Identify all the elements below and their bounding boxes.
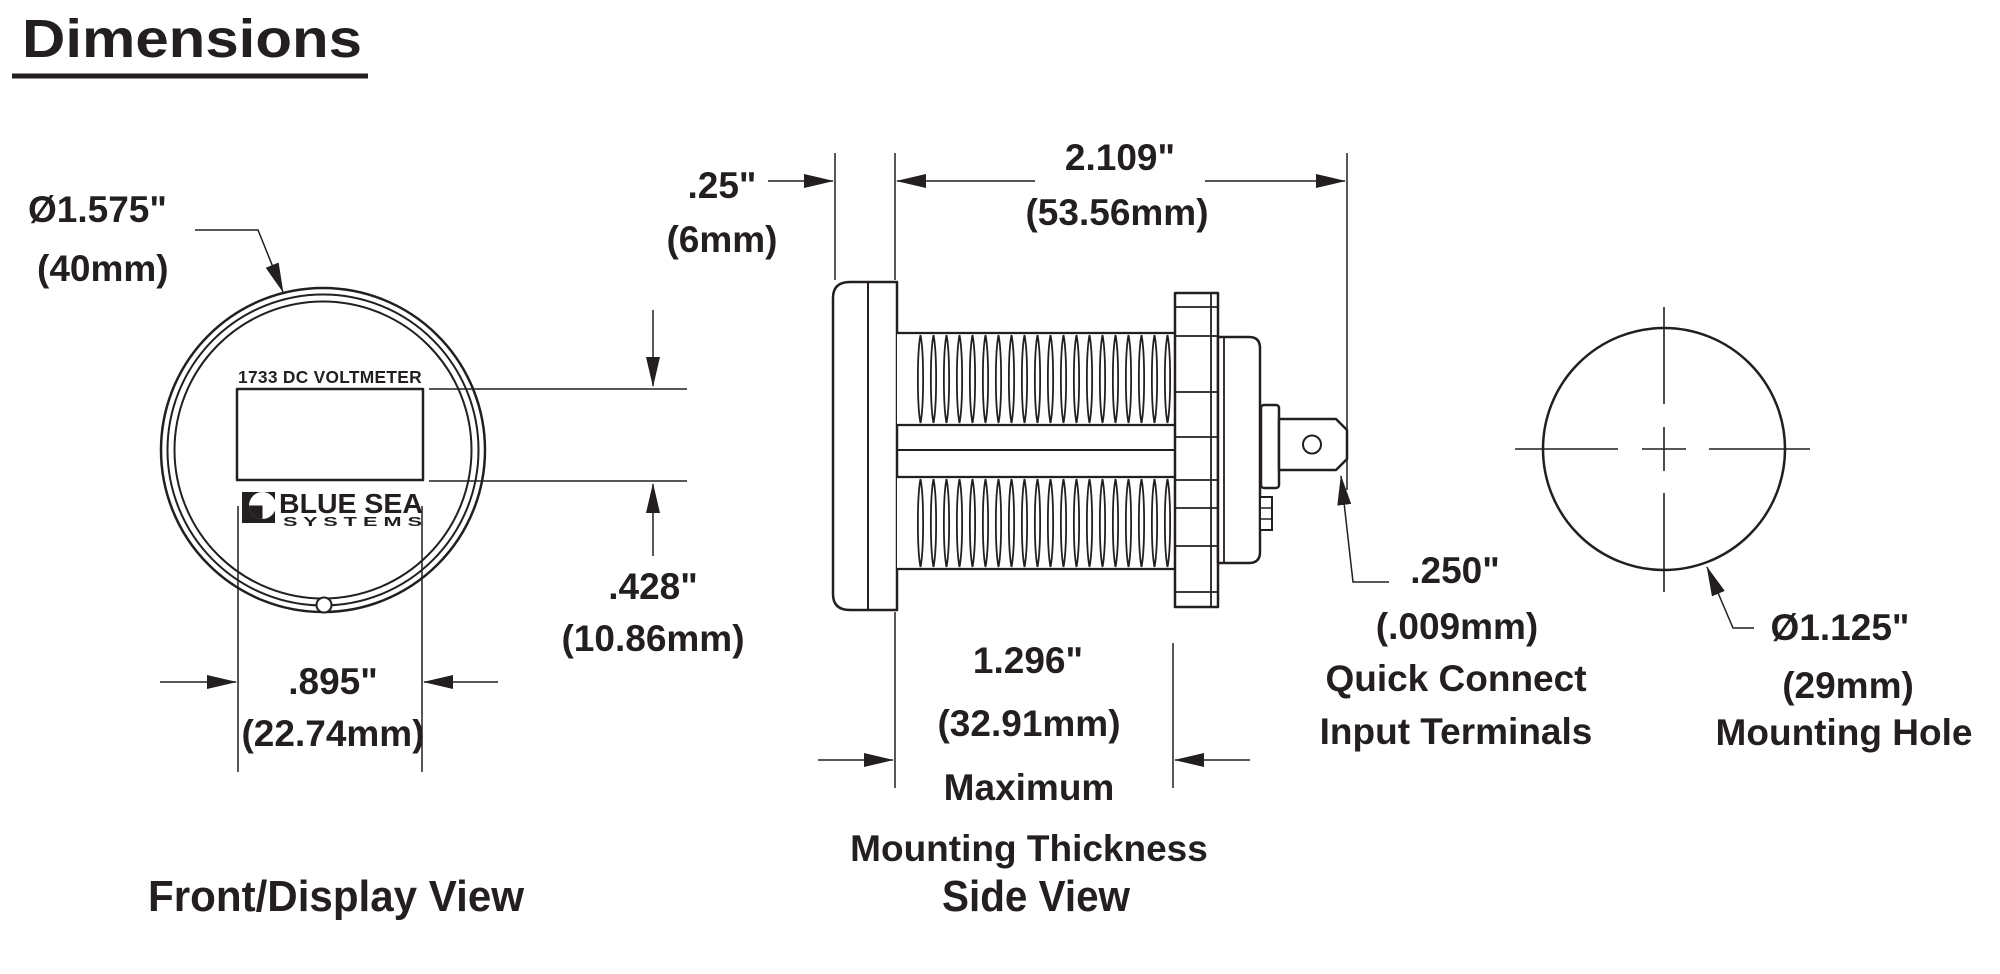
dim-mounting-note1: Maximum (944, 767, 1115, 808)
dim-diameter-leader (195, 229, 284, 293)
mounting-hole-note: Mounting Hole (1716, 712, 1973, 753)
display-window (235, 387, 425, 482)
label-terminal: .250" (.009mm) Quick Connect Input Termi… (1320, 475, 1593, 752)
dim-display-height-mm: (10.86mm) (561, 618, 744, 659)
terminal-hole (1302, 434, 1322, 455)
dim-display-width-inches: .895" (288, 661, 378, 702)
device-label: 1733 DC VOLTMETER (238, 367, 422, 387)
mounting-hole-inches: Ø1.125" (1771, 607, 1910, 648)
terminal-note2: Input Terminals (1320, 711, 1593, 752)
dim-overall-mm: (53.56mm) (1025, 192, 1208, 233)
dim-diameter: Ø1.575" (40mm) (28, 189, 284, 293)
dim-bezel-thickness: .25" (6mm) (666, 153, 896, 280)
dim-bezel-mm: (6mm) (666, 219, 777, 260)
terminal-stub (1259, 496, 1273, 531)
centerlines (1515, 307, 1810, 592)
mounting-hole-view: Ø1.125" (29mm) Mounting Hole (1515, 307, 1972, 753)
dim-overall-length: 2.109" (53.56mm) (896, 137, 1348, 490)
dim-mounting-inches: 1.296" (973, 640, 1083, 681)
logo-text-systems: S Y S T E M S (283, 514, 423, 529)
page-title: Dimensions (22, 9, 362, 69)
dim-diameter-mm: (40mm) (37, 248, 169, 289)
side-view-caption: Side View (942, 872, 1131, 921)
front-view: 1733 DC VOLTMETER BLUE SEA S Y S T E M S… (148, 286, 525, 921)
quick-connect-terminal (1259, 403, 1349, 531)
terminal-note1: Quick Connect (1325, 658, 1586, 699)
dim-display-height: .428" (10.86mm) (429, 310, 745, 659)
blue-sea-logo: BLUE SEA S Y S T E M S (242, 488, 423, 529)
dim-bezel-inches: .25" (688, 165, 757, 206)
terminal-mm: (.009mm) (1376, 606, 1538, 647)
gauge-bottom-notch (315, 596, 333, 614)
terminal-boss (1259, 403, 1281, 490)
terminal-inches: .250" (1410, 550, 1500, 591)
dim-display-height-inches: .428" (608, 566, 698, 607)
dim-diameter-inches: Ø1.575" (28, 189, 167, 230)
mounting-nut (1173, 291, 1220, 609)
dim-display-width-mm: (22.74mm) (241, 713, 424, 754)
mounting-hole-mm: (29mm) (1782, 665, 1914, 706)
mounting-hole-leader (1706, 566, 1754, 629)
dim-mounting-mm: (32.91mm) (937, 703, 1120, 744)
dim-mounting-thickness: 1.296" (32.91mm) Maximum Mounting Thickn… (818, 612, 1250, 869)
dim-display-width: .895" (22.74mm) (160, 506, 498, 772)
logo-wave (249, 505, 263, 519)
side-view: Side View (831, 280, 1349, 921)
front-view-caption: Front/Display View (148, 872, 525, 921)
rear-housing (1216, 335, 1262, 565)
bezel-profile (831, 280, 899, 612)
threads-top (914, 333, 1174, 425)
terminal-leader (1337, 475, 1389, 583)
dim-mounting-note2: Mounting Thickness (850, 828, 1208, 869)
title-block: Dimensions (12, 9, 368, 79)
dim-overall-inches: 2.109" (1065, 137, 1175, 178)
threads-bottom (914, 477, 1174, 569)
logo-text-blue-sea: BLUE SEA (279, 488, 423, 519)
